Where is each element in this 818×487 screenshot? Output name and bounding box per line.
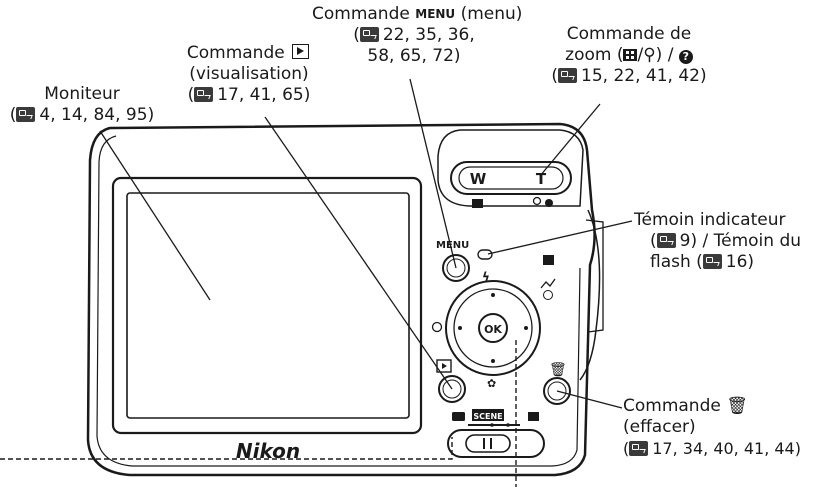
label-menu-key: MENU — [415, 7, 456, 21]
label-menu-refs-line1: 22, 35, 36, — [382, 25, 475, 45]
label-temoin-line2-refs: 9) / Témoin du — [679, 231, 802, 251]
label-menu-title-prefix: Commande — [312, 4, 410, 24]
self-timer-icon — [431, 321, 443, 333]
label-menu-title-suffix: (menu) — [460, 4, 523, 24]
label-effacer-refs: 17, 34, 40, 41, 44) — [652, 439, 801, 458]
label-zoom-title-prefix: zoom ( — [565, 45, 624, 65]
zoom-rocker — [450, 161, 572, 195]
transfer-icon — [540, 278, 556, 289]
page-reference-icon — [359, 27, 379, 42]
page-reference-icon — [656, 233, 676, 248]
label-zoom-title-line1: Commande de — [566, 24, 692, 44]
zoom-tele-label: T — [536, 170, 547, 188]
delete-key-icon: 🗑 — [549, 362, 567, 378]
label-effacer-title: Commande — [623, 396, 721, 416]
menu-button-label: MENU — [436, 240, 469, 251]
playback-icon — [292, 44, 310, 59]
monitor-bezel — [111, 176, 423, 435]
label-menu-refs-line2: 58, 65, 72) — [367, 46, 461, 66]
zoom-help-icon — [545, 199, 553, 207]
label-zoom: Commande de zoom (/⚲) / ? (15, 22, 41, 4… — [540, 24, 718, 87]
flash-mode-icon: ϟ — [482, 270, 490, 284]
indicator-lamp — [477, 249, 493, 260]
label-zoom-refs: 15, 22, 41, 42) — [581, 66, 707, 86]
exposure-comp-icon — [543, 255, 554, 265]
ok-small-icon — [543, 290, 553, 300]
trash-icon: 🗑 — [726, 396, 748, 416]
label-zoom-title-suffix: ) / — [655, 45, 674, 65]
page-reference-icon — [194, 87, 214, 102]
zoom-magnify-icon — [532, 196, 542, 206]
leader-moniteur — [99, 130, 211, 301]
monitor-screen — [126, 192, 410, 419]
label-visualisation-title: Commande — [186, 43, 285, 63]
zoom-wide-label: W — [470, 170, 487, 188]
playback-key-icon — [436, 359, 452, 373]
magnify-icon: ⚲ — [643, 45, 656, 65]
leader-zoom — [539, 103, 601, 177]
ok-button — [478, 313, 508, 343]
page-reference-icon — [702, 254, 722, 269]
page-reference-icon — [16, 107, 36, 122]
label-temoin: Témoin indicateur (9) / Témoin du flash … — [634, 210, 814, 273]
zoom-housing — [437, 129, 584, 207]
label-visualisation-refs: 17, 41, 65 — [217, 85, 304, 105]
label-temoin-line1: Témoin indicateur — [634, 210, 786, 230]
page-reference-icon — [629, 441, 649, 456]
mode-switch-slider — [465, 434, 511, 453]
label-effacer: Commande 🗑 (effacer) (17, 34, 40, 41, 44… — [623, 396, 817, 459]
macro-icon: ✿ — [487, 377, 496, 390]
camera-side-strap — [585, 219, 604, 333]
camera-mode-icon — [452, 412, 465, 421]
label-zoom-title-mid: / — [637, 45, 644, 65]
leader-temoin — [487, 220, 633, 255]
dashed-leader-mode-switch — [0, 437, 453, 460]
camera-body-outline — [86, 122, 596, 477]
ok-button-label: OK — [484, 323, 502, 336]
camera-body-inner-outline — [96, 135, 581, 467]
label-visualisation: Commande (visualisation) (17, 41, 65) — [164, 43, 334, 106]
label-temoin-line3-prefix: flash ( — [650, 252, 703, 272]
multi-selector-ring — [453, 288, 533, 368]
leader-visualisation — [264, 116, 453, 390]
camera-grip-edge — [579, 209, 601, 381]
label-menu: Commande MENU (menu) (22, 35, 36, 58, 65… — [312, 4, 523, 66]
leader-menu — [409, 78, 457, 269]
scene-label: SCENE — [473, 412, 502, 421]
label-visualisation-subtitle: (visualisation) — [189, 64, 309, 84]
label-temoin-line3-refs: 16) — [725, 252, 755, 272]
zoom-thumbnail-icon — [472, 199, 483, 208]
leader-effacer — [556, 390, 623, 409]
thumbnail-icon — [623, 49, 638, 61]
label-moniteur: Moniteur (4, 14, 84, 95) — [0, 84, 164, 126]
label-moniteur-title: Moniteur — [44, 84, 120, 104]
page-reference-icon — [558, 68, 578, 83]
zoom-rocker-inner — [458, 166, 564, 190]
movie-mode-icon — [528, 412, 539, 421]
label-moniteur-refs: 4, 14, 84, 95 — [39, 105, 148, 125]
label-effacer-subtitle: (effacer) — [623, 417, 696, 437]
help-icon: ? — [678, 50, 693, 64]
